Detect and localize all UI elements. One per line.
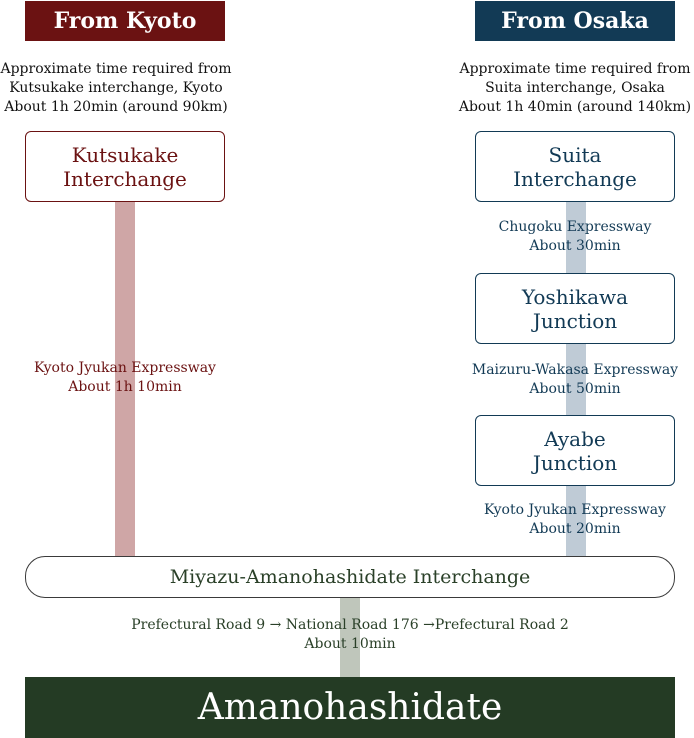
ayabe-junction-box: Ayabe Junction	[475, 415, 675, 486]
kyoto-header: From Kyoto	[25, 1, 225, 41]
box-label: Yoshikawa	[521, 284, 629, 309]
box-label: Interchange	[63, 166, 187, 191]
box-label: Junction	[532, 450, 618, 475]
segment-road: Kyoto Jyukan Expressway	[34, 360, 216, 376]
osaka-note-line: About 1h 40min (around 140km)	[458, 99, 692, 115]
kyoto-note-line: Approximate time required from	[0, 61, 232, 77]
osaka-time-note: Approximate time required from Suita int…	[455, 60, 694, 117]
miyazu-amanohashidate-interchange: Miyazu-Amanohashidate Interchange	[25, 556, 675, 598]
kyoto-note-line: Kutsukake interchange, Kyoto	[9, 80, 223, 96]
segment-time: About 50min	[529, 381, 621, 397]
segment-road: Prefectural Road 9 → National Road 176 →…	[131, 617, 569, 633]
box-label: Suita	[548, 142, 602, 167]
kyoto-segment-label: Kyoto Jyukan Expressway About 1h 10min	[0, 359, 250, 397]
osaka-segment-3-label: Kyoto Jyukan Expressway About 20min	[450, 501, 694, 539]
box-label: Ayabe	[544, 426, 606, 451]
destination-amanohashidate: Amanohashidate	[25, 677, 675, 738]
kyoto-time-note: Approximate time required from Kutsukake…	[0, 60, 232, 117]
osaka-route-bar-3	[566, 484, 586, 558]
osaka-route-bar-1	[566, 200, 586, 276]
box-label: Junction	[532, 308, 618, 333]
suita-interchange-box: Suita Interchange	[475, 131, 675, 202]
segment-time: About 20min	[529, 521, 621, 537]
segment-road: Chugoku Expressway	[498, 219, 652, 235]
osaka-route-bar-2	[566, 341, 586, 419]
yoshikawa-junction-box: Yoshikawa Junction	[475, 273, 675, 344]
segment-time: About 10min	[304, 636, 396, 652]
box-label: Interchange	[513, 166, 637, 191]
osaka-note-line: Suita interchange, Osaka	[485, 80, 665, 96]
osaka-segment-2-label: Maizuru-Wakasa Expressway About 50min	[450, 361, 694, 399]
final-segment-label: Prefectural Road 9 → National Road 176 →…	[100, 616, 600, 654]
kutsukake-interchange-box: Kutsukake Interchange	[25, 131, 225, 202]
box-label: Kutsukake	[71, 142, 179, 167]
kyoto-note-line: About 1h 20min (around 90km)	[4, 99, 228, 115]
osaka-header: From Osaka	[475, 1, 675, 41]
osaka-segment-1-label: Chugoku Expressway About 30min	[450, 218, 694, 256]
segment-time: About 1h 10min	[68, 379, 182, 395]
segment-road: Kyoto Jyukan Expressway	[484, 502, 666, 518]
segment-time: About 30min	[529, 238, 621, 254]
final-route-bar	[340, 596, 360, 678]
segment-road: Maizuru-Wakasa Expressway	[471, 362, 679, 378]
kyoto-route-bar	[115, 200, 135, 558]
osaka-note-line: Approximate time required from	[459, 61, 691, 77]
